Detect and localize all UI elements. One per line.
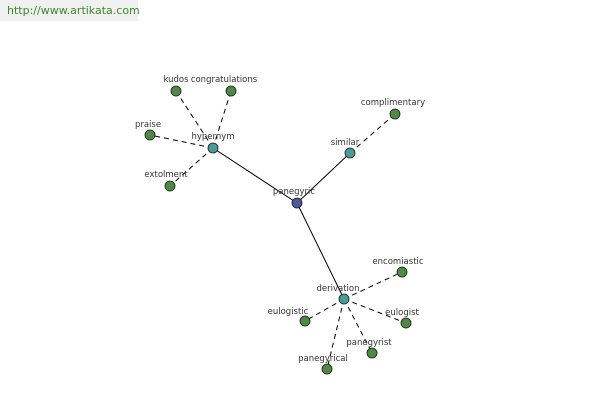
node-eulogist[interactable] [400,317,412,329]
node-praise[interactable] [144,129,156,141]
edge-derivation-encomiastic [343,271,403,300]
edges-layer [149,90,407,370]
node-label-similar[interactable]: similar [331,138,360,148]
node-label-extolment[interactable]: extolment [144,170,188,180]
node-eulogistic[interactable] [299,315,311,327]
node-label-praise[interactable]: praise [135,120,161,130]
node-kudos[interactable] [170,85,182,97]
site-url-link[interactable]: http://www.artikata.com [7,4,140,17]
node-label-derivation[interactable]: derivation [316,284,359,294]
node-label-panegyrist[interactable]: panegyrist [346,338,392,348]
node-panegyrist[interactable] [366,347,378,359]
edge-derivation-panegyrical [326,298,345,370]
node-encomiastic[interactable] [396,266,408,278]
node-label-eulogistic[interactable]: eulogistic [268,307,309,317]
node-label-congratulations[interactable]: congratulations [191,75,258,85]
node-similar[interactable] [344,147,356,159]
node-congratulations[interactable] [225,85,237,97]
node-label-encomiastic[interactable]: encomiastic [372,257,423,267]
url-bar: http://www.artikata.com [0,0,140,21]
edge-hypernym-extolment [169,147,214,187]
edge-derivation-panegyrist [343,298,373,354]
edge-panegyric-hypernym [212,147,298,204]
edge-similar-complimentary [349,113,396,154]
node-label-kudos[interactable]: kudos [163,75,189,85]
node-label-eulogist[interactable]: eulogist [385,308,419,318]
edge-hypernym-praise [149,134,214,149]
node-label-complimentary[interactable]: complimentary [361,98,425,108]
node-label-hypernym[interactable]: hypernym [191,132,234,142]
node-extolment[interactable] [164,180,176,192]
node-hypernym[interactable] [207,142,219,154]
edge-hypernym-kudos [175,90,214,149]
edge-panegyric-similar [296,152,351,204]
edge-hypernym-congratulations [212,90,232,149]
edge-panegyric-derivation [296,202,345,300]
node-panegyrical[interactable] [321,363,333,375]
node-label-panegyric[interactable]: panegyric [273,187,316,197]
node-label-panegyrical[interactable]: panegyrical [298,354,348,364]
node-derivation[interactable] [338,293,350,305]
edge-derivation-eulogist [343,298,407,324]
node-panegyric[interactable] [291,197,303,209]
edge-derivation-eulogistic [304,298,345,322]
node-complimentary[interactable] [389,108,401,120]
nodes-layer [144,85,412,375]
